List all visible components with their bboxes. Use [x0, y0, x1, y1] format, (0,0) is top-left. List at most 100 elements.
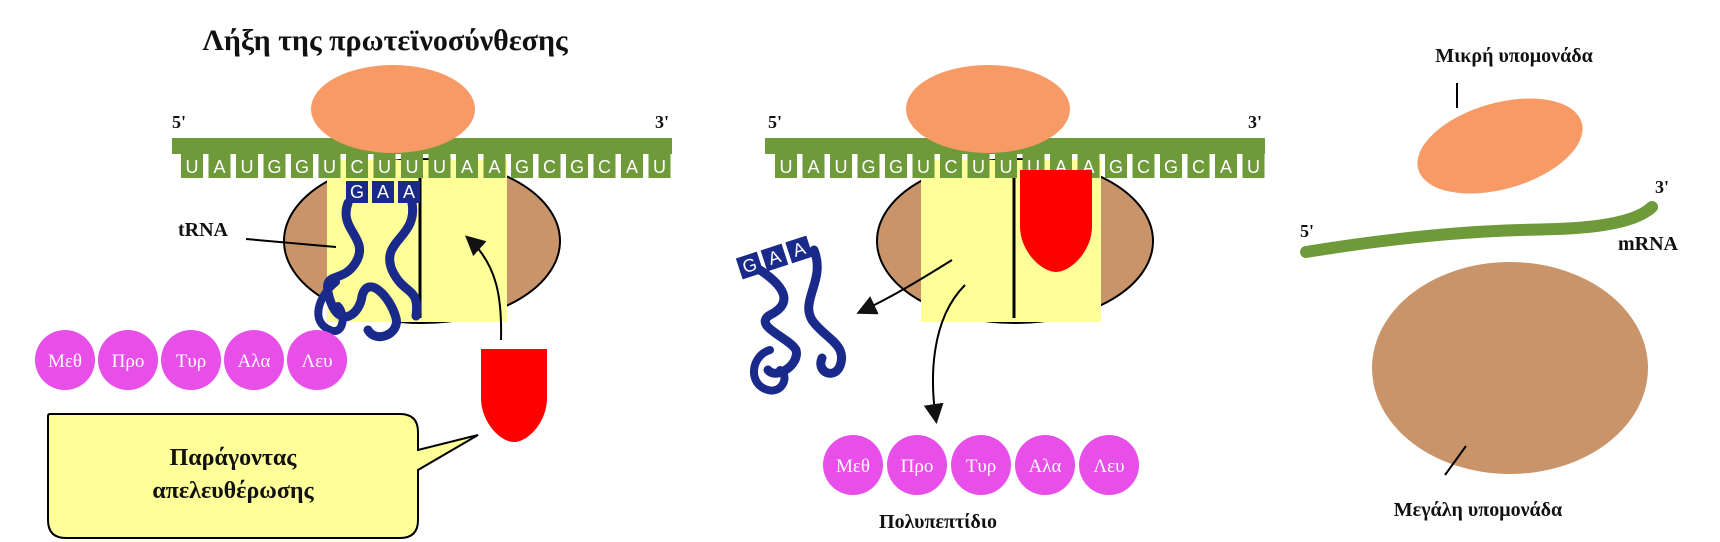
mrna-base: C [1187, 154, 1210, 178]
amino-acid-label: Λευ [1093, 456, 1124, 477]
anticodon-letter: A [766, 246, 784, 269]
mrna-strand-panel3 [1300, 201, 1658, 258]
mrna-base: G [263, 154, 286, 178]
mrna-base: A [1215, 154, 1237, 178]
anticodon-base: A [398, 181, 420, 203]
mrna-base: G [566, 154, 588, 178]
mrna-base: U [775, 154, 797, 178]
release-factor-entry-arrow [465, 235, 503, 341]
small-subunit-label: Μικρή υπομονάδα [1435, 45, 1593, 67]
mrna-base-letter: C [1192, 157, 1205, 177]
amino-acid: Τυρ [161, 330, 221, 390]
anticodon-letter: A [377, 182, 389, 202]
anticodon-letter: A [790, 238, 808, 261]
anticodon-base: A [785, 235, 814, 264]
callout-line-2: απελευθέρωσης [152, 478, 314, 504]
mrna-base-letter: U [1247, 157, 1260, 177]
amino-acid-label: Προ [112, 351, 145, 372]
mrna-base: U [912, 154, 935, 178]
mrna-base-letter: C [543, 157, 556, 177]
mrna-base: U [181, 154, 203, 178]
mrna-5prime-label-panel2: 5' [768, 112, 782, 132]
mrna-base-letter: U [780, 157, 793, 177]
mrna-base: C [346, 154, 368, 178]
mrna-base: U [995, 154, 1017, 178]
polypeptide-release-arrow [923, 284, 966, 424]
mrna-base: G [511, 154, 533, 178]
amino-acid: Αλα [224, 330, 284, 390]
amino-acid: Προ [98, 330, 158, 390]
mrna-base: U [373, 154, 396, 178]
mrna-base-letter: G [267, 157, 281, 177]
amino-acid-label: Τυρ [966, 456, 997, 477]
amino-acid: Λευ [1079, 435, 1139, 495]
mrna-base: U [830, 154, 852, 178]
mrna-base: G [1105, 154, 1127, 178]
small-subunit-panel1 [311, 65, 475, 153]
mrna-base-letter: U [1000, 157, 1013, 177]
small-subunit-panel3 [1417, 98, 1583, 194]
callout-line-1: Παράγοντας [170, 445, 298, 471]
amino-acid: Λευ [287, 330, 347, 390]
amino-acid-label: Λευ [301, 351, 332, 372]
large-subunit-panel3 [1372, 262, 1648, 474]
mrna-base: A [456, 154, 478, 178]
large-subunit-label: Μεγάλη υπομονάδα [1394, 499, 1562, 521]
anticodon-base: A [372, 181, 394, 203]
trna-label: tRNA [178, 219, 229, 241]
amino-acid: Μεθ [35, 330, 95, 390]
mrna-base: A [483, 154, 506, 178]
mrna-base-letter: U [186, 157, 199, 177]
release-factor-panel1 [481, 349, 547, 442]
mrna-base-letter: U [406, 157, 419, 177]
panel-dissociation: Μικρή υπομονάδα 5' 3' mRNA Μεγάλη υπομον… [1300, 45, 1679, 521]
mrna-base: U [318, 154, 341, 178]
small-subunit-panel2 [906, 65, 1070, 153]
mrna-base: U [1242, 154, 1265, 178]
anticodon-letter: G [740, 254, 760, 277]
amino-acid-label: Μεθ [48, 351, 82, 372]
mrna-base-letter: C [945, 157, 958, 177]
amino-acid: Μεθ [823, 435, 883, 495]
mrna-label: mRNA [1618, 233, 1679, 255]
mrna-base: C [538, 154, 561, 178]
mrna-base-letter: G [295, 157, 309, 177]
mrna-base-letter: U [241, 157, 254, 177]
mrna-base-letter: G [1164, 157, 1178, 177]
mrna-base: U [401, 154, 423, 178]
mrna-base: G [885, 154, 907, 178]
mrna-base-letter: U [972, 157, 985, 177]
anticodon-base: G [346, 181, 368, 203]
mrna-base: C [593, 154, 616, 178]
mrna-5prime-label-panel3: 5' [1300, 221, 1314, 241]
mrna-base: U [428, 154, 451, 178]
mrna-base-letter: C [598, 157, 611, 177]
mrna-base-letter: U [653, 157, 666, 177]
release-factor-callout: Παράγοντας απελευθέρωσης [47, 413, 479, 539]
mrna-base-letter: G [861, 157, 875, 177]
mrna-base: U [967, 154, 990, 178]
mrna-base-letter: U [433, 157, 446, 177]
mrna-base-letter: U [323, 157, 336, 177]
mrna-base: G [857, 154, 880, 178]
release-factor-panel2 [1020, 170, 1092, 272]
amino-acid-label: Τυρ [176, 351, 207, 372]
mrna-base-letter: A [807, 157, 819, 177]
anticodon-letter: G [350, 182, 364, 202]
mrna-base-letter: G [1109, 157, 1123, 177]
mrna-base: A [802, 154, 825, 178]
mrna-base-letter: A [488, 157, 500, 177]
mrna-base-letter: A [213, 157, 225, 177]
mrna-3prime-label-panel3: 3' [1655, 177, 1669, 197]
mrna-base: U [648, 154, 671, 178]
mrna-base-letter: C [351, 157, 364, 177]
mrna-base-letter: U [378, 157, 391, 177]
mrna-base-letter: A [1220, 157, 1232, 177]
polypeptide-label: Πολυπεπτίδιο [879, 511, 997, 533]
